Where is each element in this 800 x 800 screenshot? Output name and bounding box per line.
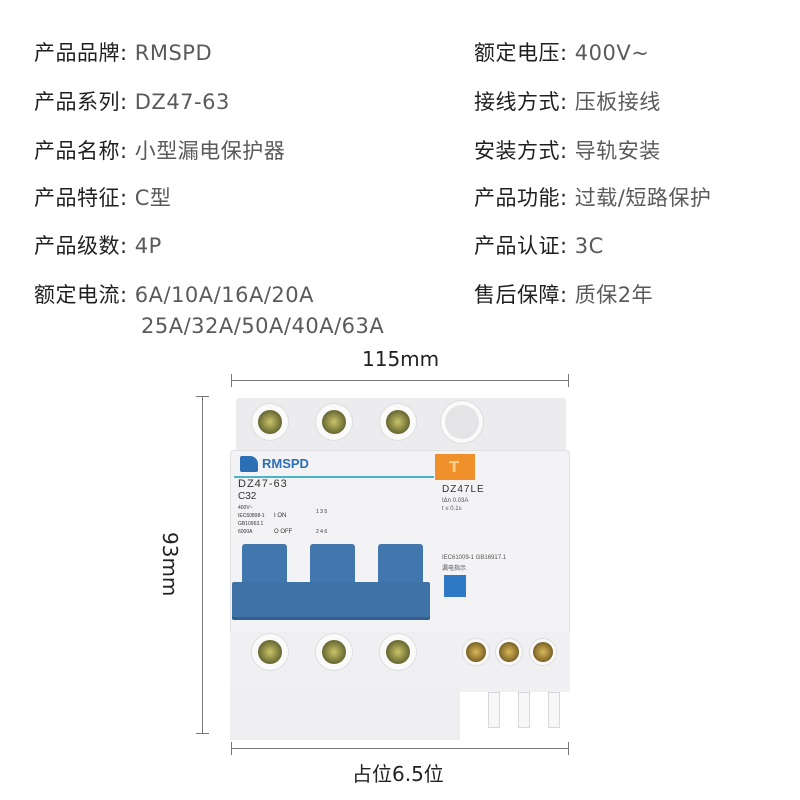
model-right-label: DZ47LE <box>442 484 485 495</box>
terminal-screw-icon <box>252 404 288 440</box>
toggle-tie-bar[interactable] <box>232 582 430 620</box>
model-left-label: DZ47-63 <box>238 478 288 490</box>
spec-value-line2: 25A/32A/50A/40A/63A <box>141 314 385 338</box>
test-key-label: T <box>449 458 460 476</box>
brand-logo-icon <box>240 456 258 472</box>
spec-label: 产品认证: <box>474 234 568 258</box>
width-dimension-label: 115mm <box>362 347 440 371</box>
spec-label: 额定电压: <box>474 41 568 65</box>
spec-label: 产品功能: <box>474 186 568 210</box>
pole-top-label: 1 3 5 <box>316 509 328 515</box>
spec-label: 产品特征: <box>34 186 128 210</box>
indicator-label: 漏电指示 <box>442 566 467 572</box>
spec-certification: 产品认证: 3C <box>474 232 604 260</box>
terminal-screw-icon <box>316 404 352 440</box>
spec-brand: 产品品牌: RMSPD <box>34 39 212 67</box>
standards-right-label: IEC61009-1 GB16917.1 <box>442 555 507 561</box>
spec-label: 产品名称: <box>34 139 128 163</box>
terminal-screw-icon <box>530 639 556 665</box>
leak-spec-label: IΔn 0.03A <box>442 498 469 504</box>
time-spec-label: t ≤ 0.1s <box>442 506 462 512</box>
spec-small: 6000A <box>238 529 253 535</box>
terminal-screw-icon <box>380 634 416 670</box>
on-label: I ON <box>274 513 287 519</box>
spec-function: 产品功能: 过载/短路保护 <box>474 184 711 212</box>
modules-dimension-label: 占位6.5位 <box>352 762 444 786</box>
spec-value: 400V~ <box>574 41 650 65</box>
spec-value: 小型漏电保护器 <box>134 139 286 163</box>
spec-voltage: 额定电压: 400V~ <box>474 39 649 67</box>
spec-label: 产品品牌: <box>34 41 128 65</box>
breaker-device-image: RMSPD DZ47-63 C32 400V~ IEC60898-1 GB109… <box>230 392 570 740</box>
spec-current: 额定电流: 6A/10A/16A/20A 25A/32A/50A/40A/63A <box>34 281 384 338</box>
leak-module-pin <box>548 692 560 728</box>
spec-value: RMSPD <box>134 41 213 65</box>
leak-module-pin <box>488 692 500 728</box>
terminal-screw-icon <box>316 634 352 670</box>
spec-name: 产品名称: 小型漏电保护器 <box>34 137 285 165</box>
spec-wiring: 接线方式: 压板接线 <box>474 88 661 116</box>
terminal-screw-icon <box>252 634 288 670</box>
spec-label: 产品系列: <box>34 90 128 114</box>
spec-value: 过载/短路保护 <box>574 186 712 210</box>
pole-bottom-label: 2 4 6 <box>316 529 328 535</box>
spec-feature: 产品特征: C型 <box>34 184 171 212</box>
height-dimension-line <box>196 396 209 734</box>
terminal-screw-icon <box>463 639 489 665</box>
spec-mounting: 安装方式: 导轨安装 <box>474 137 661 165</box>
terminal-screw-icon <box>496 639 522 665</box>
spec-warranty: 售后保障: 质保2年 <box>474 281 653 309</box>
spec-label: 接线方式: <box>474 90 568 114</box>
brand-strip: RMSPD <box>234 452 434 478</box>
spec-label: 产品级数: <box>34 234 128 258</box>
width-dimension-line <box>231 374 569 387</box>
spec-small: GB10963.1 <box>238 521 264 527</box>
leak-indicator-icon <box>444 575 466 597</box>
spec-value: 质保2年 <box>574 283 654 307</box>
spec-value: C型 <box>134 186 172 210</box>
spec-value: 3C <box>574 234 604 258</box>
terminal-screw-icon <box>380 404 416 440</box>
spec-series: 产品系列: DZ47-63 <box>34 88 230 116</box>
test-button[interactable]: T <box>435 454 475 480</box>
spec-value: 压板接线 <box>574 90 661 114</box>
spec-value: 4P <box>134 234 162 258</box>
breaker-foot <box>230 687 460 740</box>
spec-value: 6A/10A/16A/20A <box>134 283 314 307</box>
spec-label: 安装方式: <box>474 139 568 163</box>
spec-small: IEC60898-1 <box>238 513 265 519</box>
spec-poles: 产品级数: 4P <box>34 232 162 260</box>
spec-label: 售后保障: <box>474 283 568 307</box>
empty-terminal-hole-icon <box>445 405 479 439</box>
spec-small: 400V~ <box>238 505 253 511</box>
off-label: O OFF <box>274 529 293 535</box>
height-dimension-label: 93mm <box>154 530 186 599</box>
spec-label: 额定电流: <box>34 283 128 307</box>
spec-value: 导轨安装 <box>574 139 661 163</box>
rating-label: C32 <box>238 491 257 502</box>
modules-dimension-line <box>231 742 569 755</box>
leak-module-pin <box>518 692 530 728</box>
brand-text: RMSPD <box>262 456 309 471</box>
spec-value: DZ47-63 <box>134 90 230 114</box>
